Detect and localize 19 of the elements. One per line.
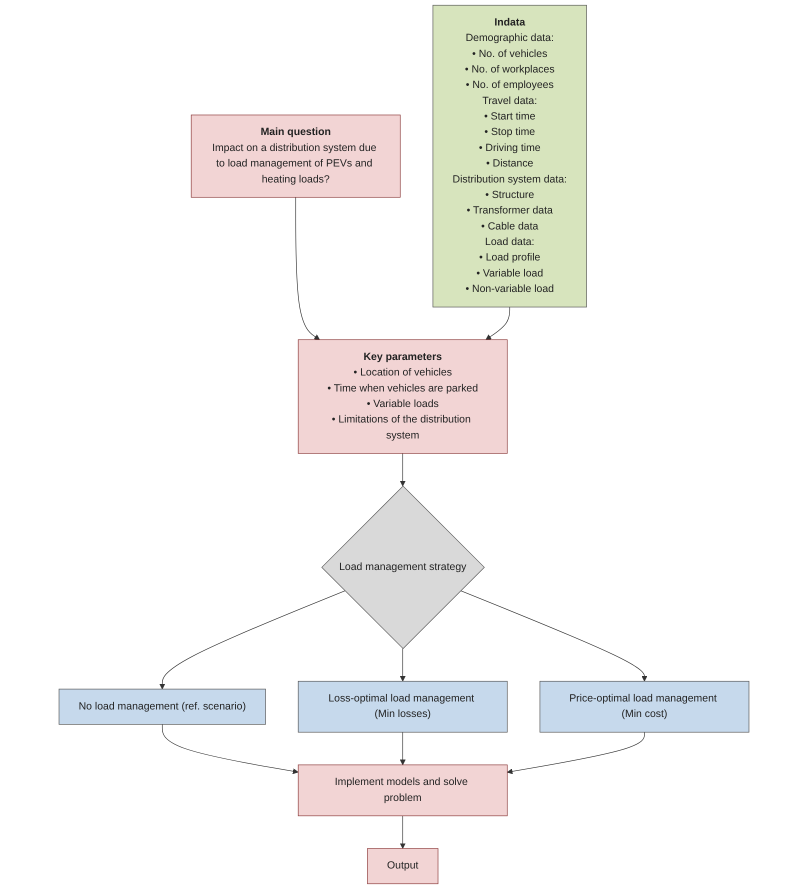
node-diamond: Load management strategy <box>321 486 485 650</box>
node-box: Main question Impact on a distribution system due to load management of PEVs and heating loads? <box>190 114 401 198</box>
node-box: Key parameters • Location of vehicles • Time when vehicles are parked • Variable loads • Limitations of the distribution system <box>298 339 508 454</box>
arrow <box>400 816 406 849</box>
node-box: Price-optimal load management (Min cost) <box>540 680 750 733</box>
arrow <box>507 732 645 774</box>
arrow <box>159 590 346 690</box>
node-box: Indata Demographic data: • No. of vehicles • No. of workplaces • No. of employees Travel data: • Start time • Stop time • Driving time • Distance Distribution system data: • Structure • Transformer data • Cable data Load data: • Load profile • Variable load • Non-variable load <box>432 4 587 308</box>
node-box: Implement models and solve problem <box>298 764 508 816</box>
arrow <box>400 648 406 682</box>
node-box: No load management (ref. scenario) <box>58 688 266 725</box>
arrow <box>400 453 406 486</box>
node-box: Output <box>367 848 438 884</box>
arrow <box>460 590 648 682</box>
arrow <box>162 724 298 774</box>
arrow <box>486 306 510 340</box>
arrow <box>400 732 406 766</box>
arrow <box>295 196 320 340</box>
node-box: Loss-optimal load management (Min losses) <box>298 680 508 733</box>
